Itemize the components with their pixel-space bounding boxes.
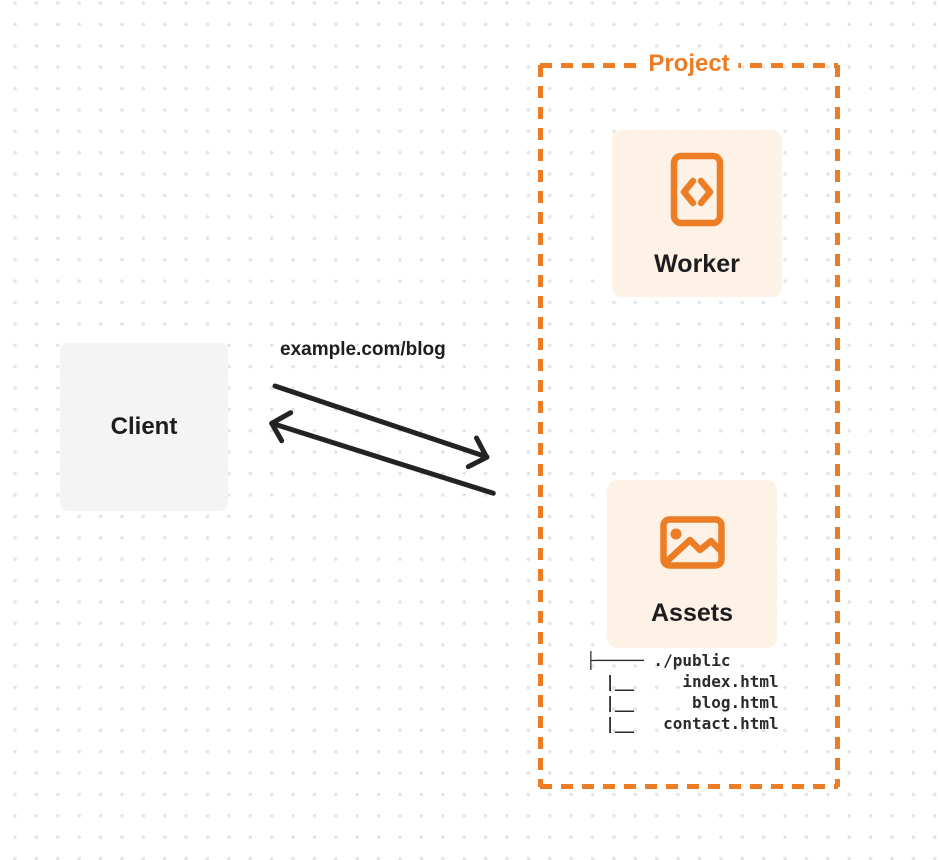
assets-label: Assets <box>651 599 733 627</box>
response-arrow <box>269 410 496 496</box>
project-dashed-border-left <box>538 65 543 787</box>
worker-label: Worker <box>654 250 740 278</box>
project-dashed-border-bottom <box>540 784 838 789</box>
worker-node: Worker <box>612 130 782 297</box>
project-label: Project <box>639 50 739 78</box>
project-dashed-border-right <box>835 65 840 787</box>
assets-file-tree: ├───── ./public |__ index.html |__ blog.… <box>586 651 779 733</box>
request-url-label: example.com/blog <box>280 339 446 360</box>
assets-node: Assets <box>607 480 777 648</box>
project-container: Project Worker Assets ├───── ./public |_… <box>538 50 840 789</box>
code-document-icon <box>670 152 724 227</box>
request-arrow <box>272 383 490 470</box>
client-node: Client <box>60 343 228 511</box>
image-icon <box>659 516 725 569</box>
client-label: Client <box>110 413 178 440</box>
